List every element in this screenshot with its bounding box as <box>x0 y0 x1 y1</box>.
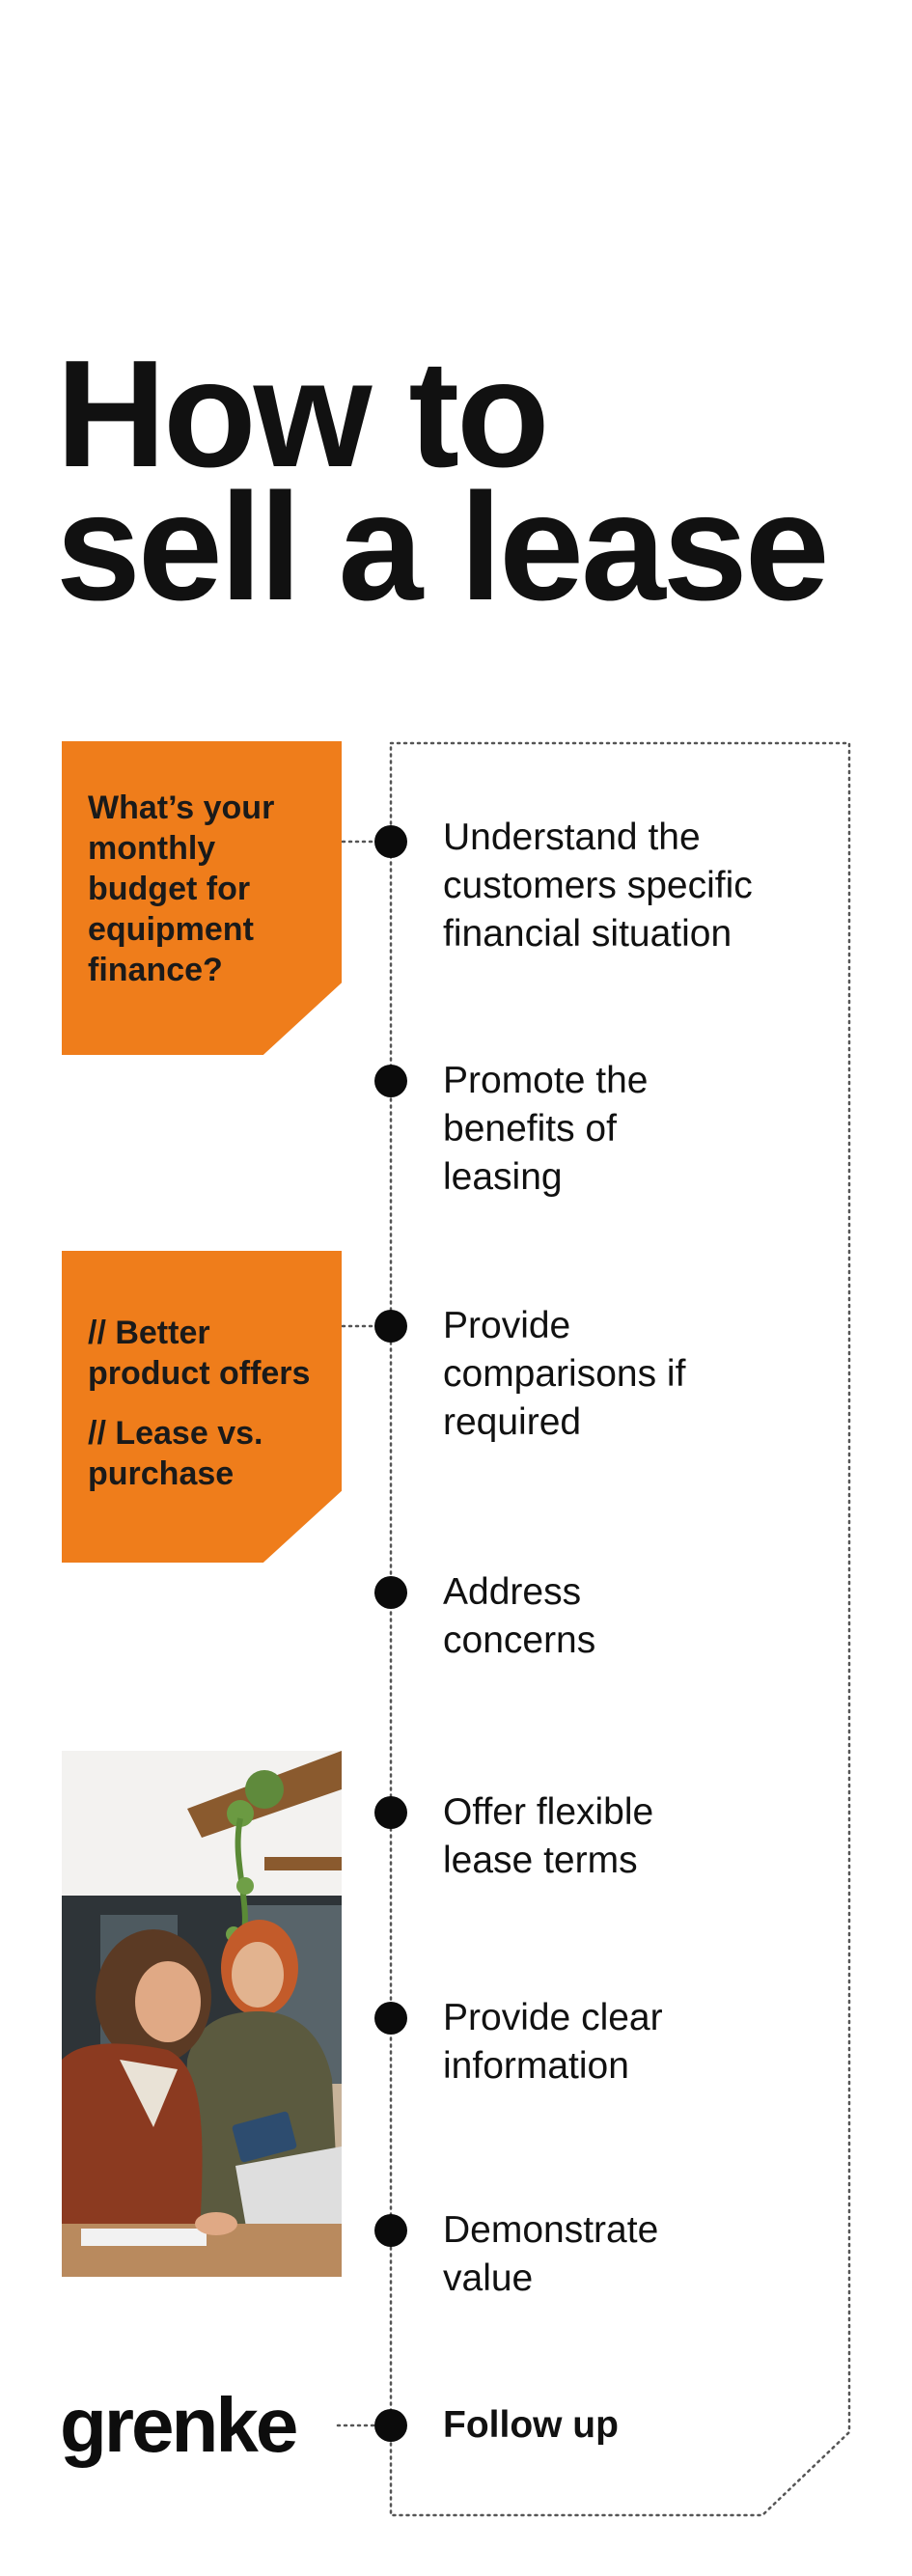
step-promote: Promote the benefits of leasing <box>443 1060 649 1198</box>
comparison-item-2: // Lease vs. purchase <box>88 1415 263 1492</box>
grenke-logo: grenke <box>60 2382 298 2468</box>
step-follow-up: Follow up <box>443 2404 619 2446</box>
step-understand: Understand the customers specific financ… <box>443 817 753 955</box>
step-dot <box>374 2214 407 2247</box>
budget-question-text: What’s your monthly budget for equipment… <box>88 789 275 988</box>
step-dot <box>374 2002 407 2035</box>
step-demonstrate-value: Demonstrate value <box>443 2209 659 2299</box>
budget-question-card: What’s your monthly budget for equipment… <box>62 741 342 1055</box>
photo-illustration <box>62 1751 342 2277</box>
step-dot <box>374 825 407 858</box>
step-dot <box>374 1796 407 1829</box>
title-line-2: sell a lease <box>56 462 830 632</box>
comparison-item-1: // Better product offers <box>88 1315 311 1392</box>
step-concerns: Address concerns <box>443 1571 596 1661</box>
title-line-1: How to <box>56 329 550 499</box>
step-flexible-terms: Offer flexible lease terms <box>443 1791 654 1881</box>
step-dot <box>374 2409 407 2442</box>
step-dot <box>374 1576 407 1609</box>
step-clear-information: Provide clear information <box>443 1997 663 2087</box>
step-dot <box>374 1310 407 1343</box>
comparison-card: // Better product offers // Lease vs. pu… <box>62 1251 342 1563</box>
people-photo <box>62 1751 342 2277</box>
step-dot <box>374 1065 407 1097</box>
step-compare: Provide comparisons if required <box>443 1305 686 1443</box>
page-title: How to sell a lease <box>56 329 830 632</box>
